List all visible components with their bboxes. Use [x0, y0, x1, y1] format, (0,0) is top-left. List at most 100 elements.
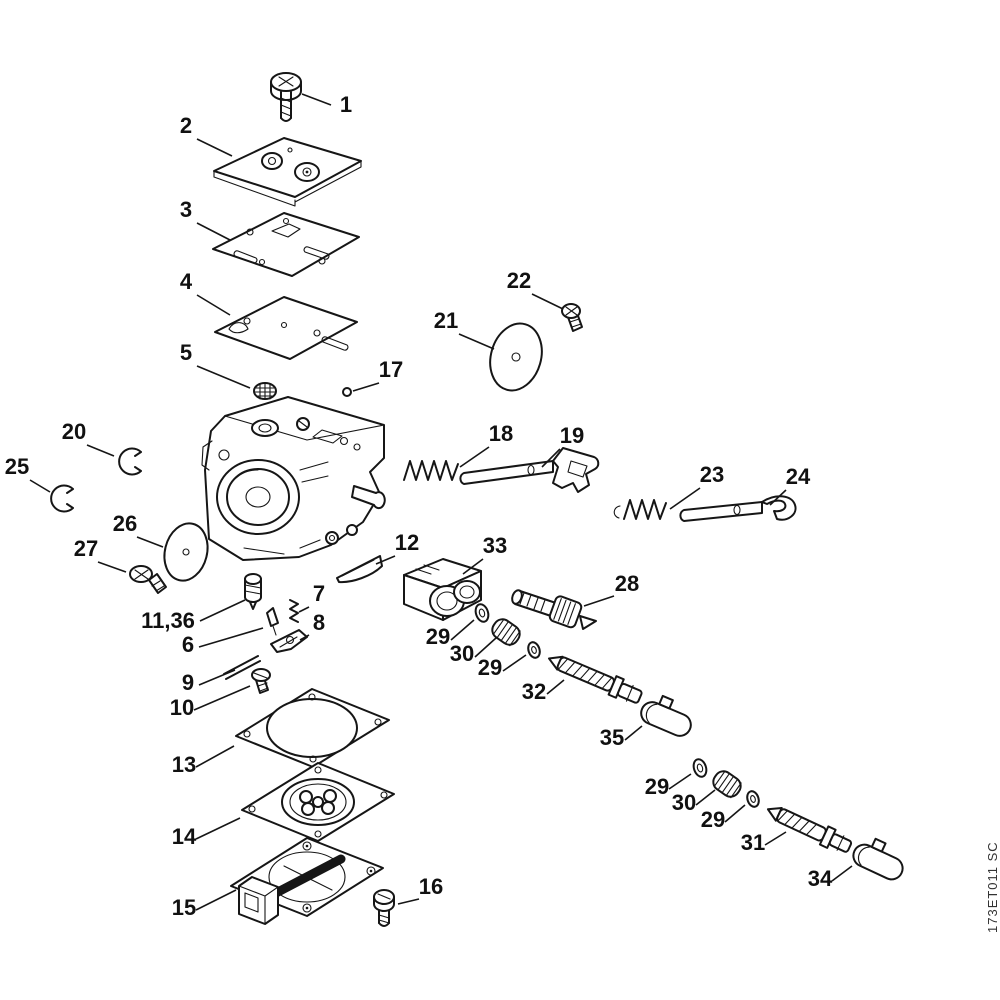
part-clip-20 [118, 447, 142, 476]
callout-leader-line [299, 634, 310, 641]
callout-leader-line [831, 865, 853, 882]
callout-leader-line [769, 489, 787, 506]
callout-label-3: 3 [180, 197, 192, 222]
callout-label-28: 28 [615, 571, 639, 596]
part-washer-29a [474, 603, 490, 623]
callout-label-32: 32 [522, 679, 546, 704]
part-adjustment-screw-32 [547, 655, 643, 704]
callout-leader-line [196, 222, 231, 241]
callout-label-2: 2 [180, 113, 192, 138]
part-washer-29b [527, 641, 541, 659]
callout-leader-line [195, 745, 235, 768]
callout-leader-line [541, 448, 561, 468]
callout-leader-line [624, 725, 643, 741]
callout-label-23: 23 [700, 462, 724, 487]
part-screw-10 [251, 668, 271, 694]
callout-label-16: 16 [419, 874, 443, 899]
callout-leader-line [724, 804, 746, 823]
callout-leader-line [29, 479, 51, 493]
part-pin-9 [223, 655, 261, 680]
part-screen-5 [253, 382, 277, 400]
callout-leader-line [198, 627, 264, 648]
part-cover-plate-2 [213, 137, 362, 207]
part-lever-8 [270, 629, 308, 653]
callout-leader-line [199, 599, 246, 622]
watermark-code: 173ET011 SC [985, 841, 1000, 933]
callout-label-17: 17 [379, 357, 403, 382]
callout-leader-line [195, 889, 237, 911]
callout-label-12: 12 [395, 530, 419, 555]
part-screw-27 [129, 565, 167, 594]
callout-label-8: 8 [313, 610, 325, 635]
callout-leader-line [298, 606, 310, 613]
part-adjustment-screw-31 [766, 806, 853, 853]
part-metering-gasket-13 [235, 688, 390, 768]
part-washer-29d [746, 790, 760, 808]
callout-label-34: 34 [808, 866, 833, 891]
callout-leader-line [397, 898, 420, 905]
callout-label-29: 29 [701, 807, 725, 832]
callout-leader-line [375, 555, 396, 565]
callout-label-26: 26 [113, 511, 137, 536]
callout-label-21: 21 [434, 308, 458, 333]
part-cover-screw-1 [270, 72, 302, 122]
part-cap-35 [640, 694, 692, 737]
callout-label-18: 18 [489, 421, 513, 446]
part-spring-18 [403, 460, 459, 481]
callout-leader-line [502, 654, 527, 672]
callout-leader-line [531, 293, 564, 310]
callout-label-33: 33 [483, 533, 507, 558]
callout-leader-line [764, 831, 787, 846]
callout-label-10: 10 [170, 695, 194, 720]
part-pump-cover-15 [230, 837, 384, 925]
part-spring-7 [289, 599, 299, 623]
callout-label-19: 19 [560, 423, 584, 448]
callout-leader-line [196, 138, 233, 157]
callout-leader-line [196, 294, 231, 316]
callout-label-5: 5 [180, 340, 192, 365]
callout-label-13: 13 [172, 752, 196, 777]
callout-leader-line [196, 365, 251, 389]
callout-leader-line [458, 333, 495, 350]
part-spring-23 [613, 499, 667, 520]
callout-label-20: 20 [62, 419, 86, 444]
callout-label-1: 1 [340, 92, 352, 117]
callout-label-6: 6 [182, 632, 194, 657]
callout-label-29: 29 [426, 624, 450, 649]
part-choke-shaft-24 [679, 495, 797, 522]
part-pump-body-33 [403, 558, 482, 621]
callout-leader-line [583, 595, 615, 607]
part-clip-25 [50, 484, 74, 513]
callout-leader-line [301, 93, 332, 106]
callout-leader-line [136, 536, 164, 548]
part-throttle-shaft-19 [459, 447, 600, 493]
callout-leader-line [198, 669, 236, 686]
part-spring-30a [491, 618, 521, 647]
callout-label-7: 7 [313, 581, 325, 606]
part-washer-29c [692, 758, 708, 778]
callout-label-30: 30 [672, 790, 696, 815]
callout-leader-line [474, 637, 497, 658]
part-needle-6 [266, 607, 279, 636]
callout-label-29: 29 [645, 774, 669, 799]
callout-leader-line [668, 773, 692, 790]
callout-label-15: 15 [172, 895, 196, 920]
callout-label-30: 30 [450, 641, 474, 666]
callout-label-35: 35 [600, 725, 624, 750]
callout-label-24: 24 [786, 464, 811, 489]
callout-label-11-36: 11,36 [141, 608, 195, 633]
part-nozzle-11-36 [244, 573, 262, 610]
part-screw-22 [561, 303, 583, 332]
callout-leader-line [459, 446, 490, 468]
part-gasket-3 [212, 212, 360, 277]
part-screw-28 [511, 589, 597, 630]
callout-label-27: 27 [74, 536, 98, 561]
part-spring-30c [712, 770, 742, 799]
part-screw-16 [373, 889, 395, 927]
callout-label-4: 4 [180, 269, 193, 294]
callout-leader-line [450, 619, 475, 641]
callout-leader-line [97, 561, 127, 573]
